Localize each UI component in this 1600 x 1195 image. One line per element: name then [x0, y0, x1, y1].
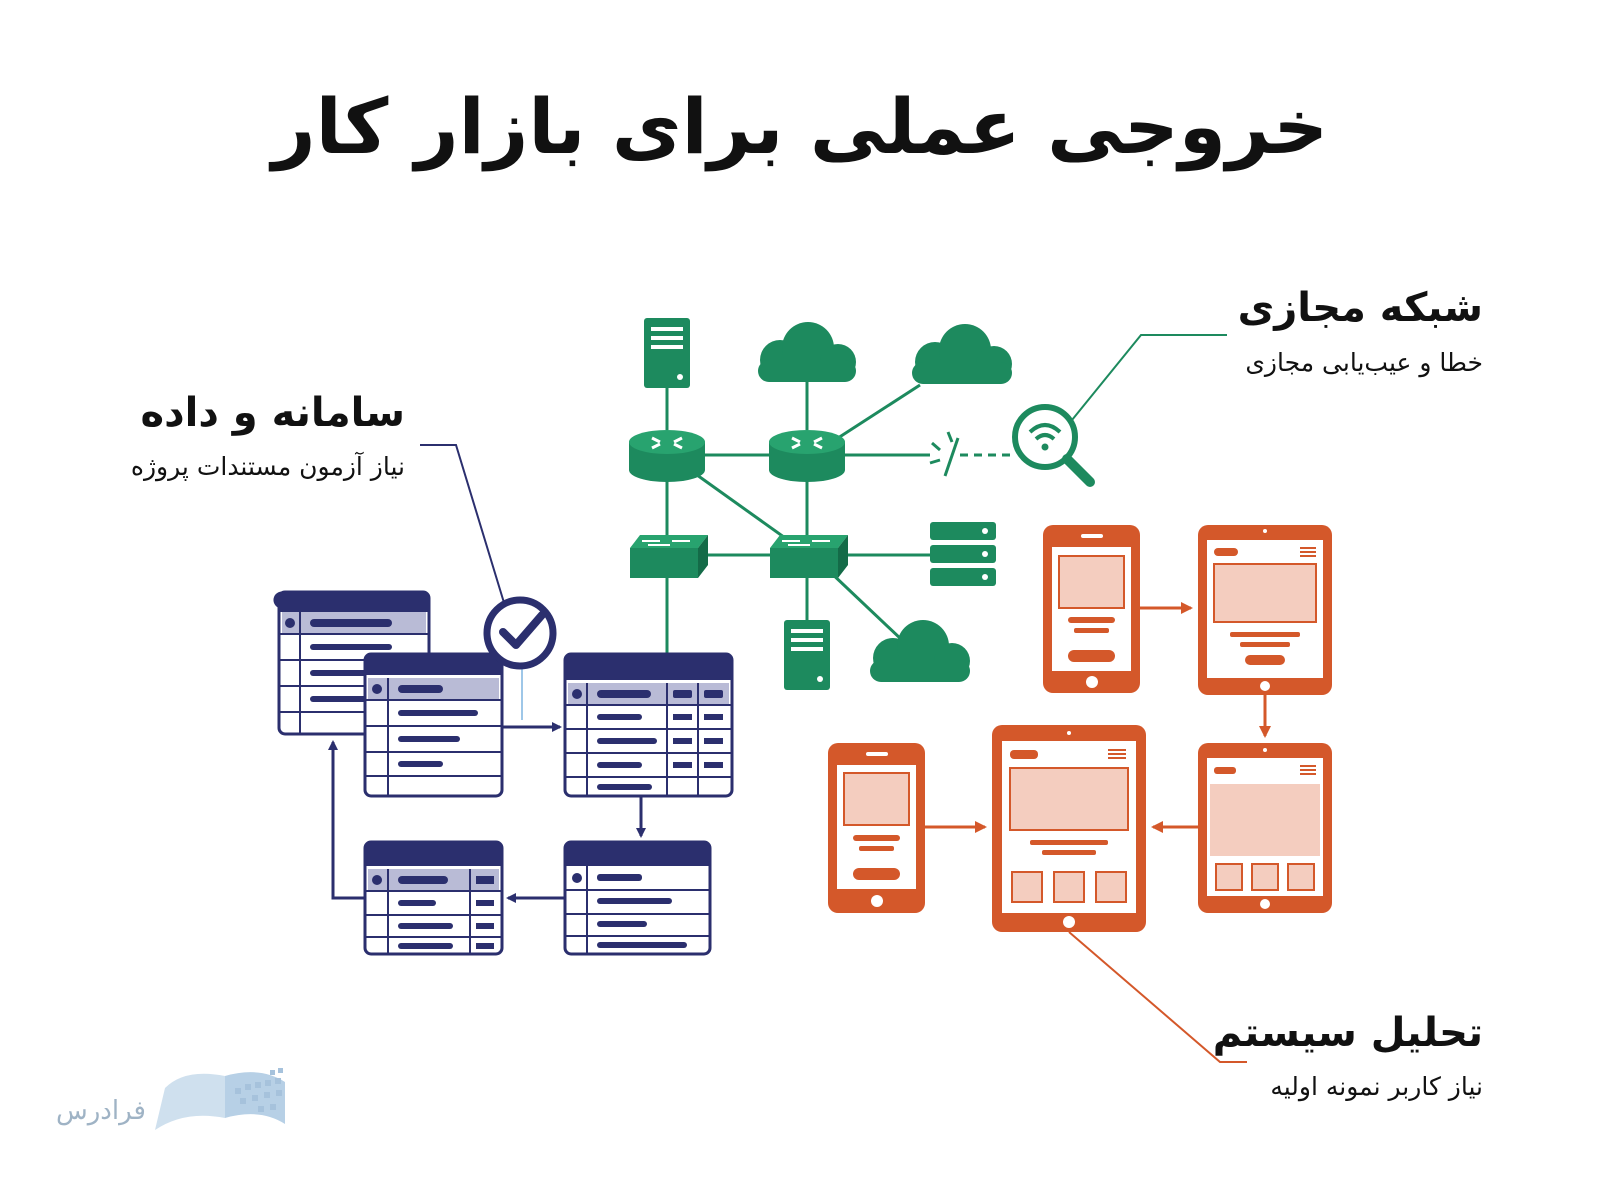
cloud-icon [912, 324, 1012, 384]
database-diagram [273, 444, 734, 956]
server-icon [784, 620, 830, 690]
tablet-mockup-icon [1198, 525, 1332, 695]
network-section-title: شبکه مجازی [1237, 285, 1483, 331]
router-icon [629, 430, 705, 482]
database-table-icon [563, 840, 712, 956]
network-diagram [665, 334, 1227, 655]
server-rack-icon [930, 522, 996, 586]
cloud-icon [758, 322, 856, 382]
database-section-subtitle: نیاز آزمون مستندات پروژه [130, 452, 405, 481]
database-table-icon [563, 652, 734, 798]
page-title: خروجی عملی برای بازار کار [271, 82, 1329, 171]
database-section-title: سامانه و داده [140, 390, 405, 436]
tablet-mockup-icon [1198, 743, 1332, 913]
cloud-icon [870, 620, 970, 682]
system-section-title: تحلیل سیستم [1212, 1010, 1483, 1056]
phone-mockup-icon [828, 743, 925, 913]
switch-icon [770, 535, 848, 578]
wifi-magnifier-icon [1012, 404, 1095, 487]
network-section-subtitle: خطا و عیب‌یابی مجازی [1245, 348, 1483, 377]
tablet-mockup-icon [992, 725, 1146, 932]
router-icon [769, 430, 845, 482]
server-icon [644, 318, 690, 388]
database-table-icon [363, 840, 504, 956]
phone-mockup-icon [1043, 525, 1140, 693]
brand-name: فرادرس [56, 1096, 146, 1126]
checkmark-badge-icon [483, 596, 557, 720]
system-diagram [828, 525, 1332, 1063]
open-book-logo-icon [155, 1068, 285, 1130]
switch-icon [630, 535, 708, 578]
system-section-subtitle: نیاز کاربر نمونه اولیه [1270, 1072, 1483, 1101]
database-table-icon [363, 652, 504, 798]
